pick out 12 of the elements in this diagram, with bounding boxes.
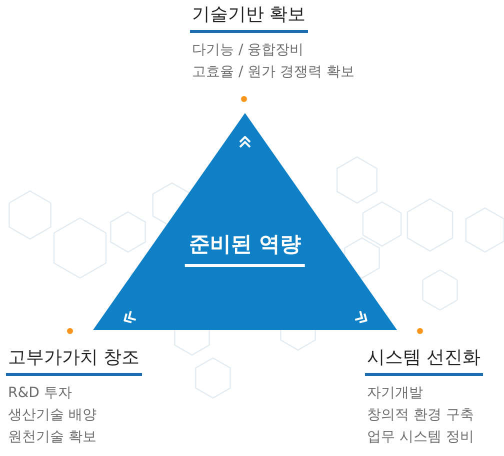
list-item: 다기능 / 융합장비 xyxy=(191,41,304,60)
section-heading: 고부가가치 창조 xyxy=(6,346,142,376)
section-heading: 시스템 선진화 xyxy=(365,346,483,376)
list-item: 고효율 / 원가 경쟁력 확보 xyxy=(191,63,355,82)
list-item: 창의적 환경 구축 xyxy=(366,406,474,425)
list-item: 업무 시스템 정비 xyxy=(366,428,474,447)
list-item: 생산기술 배양 xyxy=(7,406,96,425)
list-item: 원천기술 확보 xyxy=(7,428,96,447)
center-title: 준비된 역량 xyxy=(184,230,306,267)
list-item: R&D 투자 xyxy=(7,384,72,403)
section-heading: 기술기반 확보 xyxy=(190,3,308,33)
list-item: 자기개발 xyxy=(366,384,423,403)
